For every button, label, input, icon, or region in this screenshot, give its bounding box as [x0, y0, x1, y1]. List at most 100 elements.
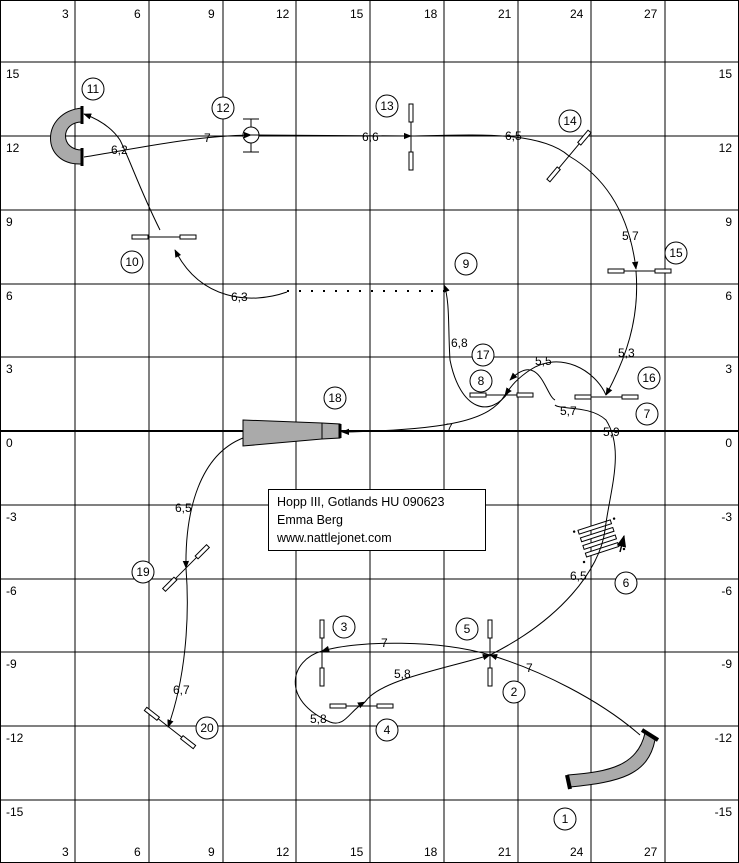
jump-10	[131, 234, 197, 240]
obstacle-number-16: 16	[637, 366, 661, 390]
right-tick: 0	[725, 436, 732, 450]
svg-text:19: 19	[136, 565, 150, 579]
jump-7-16	[574, 394, 639, 400]
left-tick: -15	[6, 805, 24, 819]
judge-name: Emma Berg	[277, 513, 343, 527]
left-tick: 12	[6, 141, 20, 155]
svg-text:2: 2	[511, 685, 518, 699]
svg-text:1: 1	[562, 812, 569, 826]
obstacle-number-13: 13	[375, 94, 399, 118]
top-tick: 15	[350, 7, 364, 21]
distance-label: 6,5	[505, 129, 522, 143]
axis-labels: 3 6 9 12 15 18 21 24 27 3 6 9 12 15 18 2…	[6, 7, 732, 859]
left-tick: -12	[6, 731, 24, 745]
top-tick: 3	[62, 7, 69, 21]
jump-3	[319, 619, 325, 687]
left-tick: -6	[6, 584, 17, 598]
svg-text:14: 14	[563, 114, 577, 128]
top-tick: 18	[424, 7, 438, 21]
distance-label: 7	[381, 636, 388, 650]
obstacle-number-7: 7	[635, 402, 659, 426]
right-tick: -15	[715, 805, 733, 819]
top-tick: 27	[644, 7, 658, 21]
right-tick: -3	[721, 510, 732, 524]
distance-label: 7	[204, 131, 211, 145]
course-title: Hopp III, Gotlands HU 090623	[277, 495, 445, 509]
obstacle-number-10: 10	[120, 250, 144, 274]
obstacle-number-9: 9	[454, 252, 478, 276]
right-tick: 9	[725, 215, 732, 229]
svg-text:12: 12	[216, 101, 230, 115]
right-tick: -6	[721, 584, 732, 598]
bottom-tick: 9	[208, 845, 215, 859]
jump-13	[408, 103, 414, 171]
svg-text:15: 15	[669, 246, 683, 260]
obstacle-number-6: 6	[614, 571, 638, 595]
distance-label: 6,2	[111, 143, 128, 157]
tunnel-1	[567, 732, 656, 788]
bottom-tick: 12	[276, 845, 290, 859]
bottom-tick: 24	[570, 845, 584, 859]
jump-19	[161, 543, 211, 593]
distance-label: 5,9	[603, 425, 620, 439]
tunnel-18	[242, 419, 341, 447]
left-tick: 3	[6, 362, 13, 376]
svg-text:5: 5	[464, 622, 471, 636]
obstacle-number-20: 20	[195, 716, 219, 740]
distance-label: 5,8	[394, 667, 411, 681]
svg-text:20: 20	[200, 721, 214, 735]
svg-text:3: 3	[341, 620, 348, 634]
distance-label: 6,6	[362, 130, 379, 144]
distance-label: 7	[446, 421, 453, 435]
svg-text:16: 16	[642, 371, 656, 385]
distance-label: 5,5	[535, 354, 552, 368]
right-tick: 15	[719, 67, 733, 81]
distance-label: 6,3	[231, 290, 248, 304]
svg-text:6: 6	[623, 576, 630, 590]
obstacle-numbers: 1 2 3 4 5 6 7 8 9 10 11 12 13 14 15 16 1…	[81, 77, 688, 831]
obstacle-number-5: 5	[455, 617, 479, 641]
obstacle-number-14: 14	[558, 109, 582, 133]
obstacle-number-11: 11	[81, 77, 105, 101]
obstacle-number-12: 12	[211, 96, 235, 120]
distance-label: 7	[526, 661, 533, 675]
left-tick: 0	[6, 436, 13, 450]
top-tick: 9	[208, 7, 215, 21]
left-tick: 6	[6, 289, 13, 303]
svg-text:9: 9	[463, 257, 470, 271]
jump-15	[607, 268, 672, 274]
distance-label: 6,7	[173, 683, 190, 697]
website-link[interactable]: www.nattlejonet.com	[277, 531, 392, 545]
right-tick: 6	[725, 289, 732, 303]
svg-text:8: 8	[478, 374, 485, 388]
distance-label: 5,3	[618, 346, 635, 360]
course-info-box: Hopp III, Gotlands HU 090623 Emma Berg w…	[268, 489, 486, 551]
obstacle-number-18: 18	[323, 386, 347, 410]
left-tick: -9	[6, 657, 17, 671]
left-tick: -3	[6, 510, 17, 524]
obstacle-number-8: 8	[469, 369, 493, 393]
svg-text:11: 11	[87, 82, 100, 96]
right-tick: -9	[721, 657, 732, 671]
obstacles	[50, 103, 672, 790]
bottom-tick: 3	[62, 845, 69, 859]
top-tick: 12	[276, 7, 290, 21]
bottom-tick: 18	[424, 845, 438, 859]
right-tick: 3	[725, 362, 732, 376]
distance-label: 6,5	[175, 501, 192, 515]
right-tick: 12	[719, 141, 733, 155]
distance-label: 5,7	[622, 229, 639, 243]
obstacle-number-2: 2	[502, 680, 526, 704]
svg-text:18: 18	[328, 391, 342, 405]
bottom-tick: 21	[498, 845, 512, 859]
jump-8-17	[469, 392, 534, 398]
top-tick: 6	[134, 7, 141, 21]
left-tick: 15	[6, 67, 20, 81]
svg-text:13: 13	[380, 99, 394, 113]
bottom-tick: 27	[644, 845, 658, 859]
jump-2-5	[487, 619, 493, 687]
distance-labels: 7 6,2 7 6,6 6,5 5,7 5,3 6,3 6,8 5,5 5,7 …	[111, 129, 639, 726]
bottom-tick: 15	[350, 845, 364, 859]
